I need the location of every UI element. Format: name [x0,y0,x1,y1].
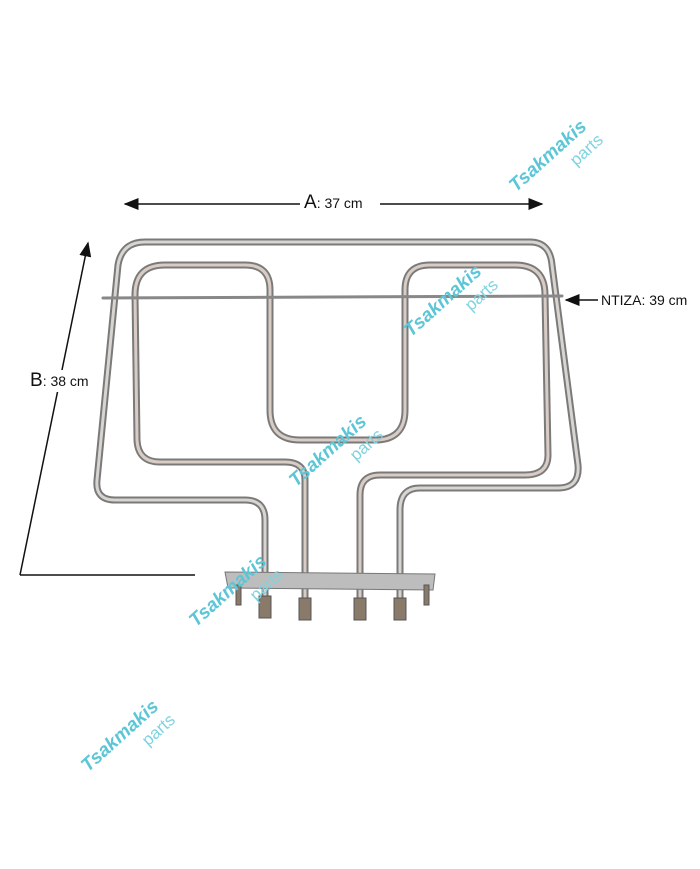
ntiza-label: NTIZA: 39 cm [601,292,688,308]
dimension-b-letter: B [30,370,43,391]
dimension-b-label: B: 38 cm [30,370,89,392]
terminals [235,584,430,621]
dimension-a-value: : 37 cm [316,195,363,211]
dimension-a-letter: A [304,192,317,213]
cross-rod [101,294,564,300]
mounting-bracket [224,571,436,591]
dimension-a-label: A: 37 cm [304,192,363,214]
dimension-b-arrow [19,241,92,576]
dimension-b-value: : 38 cm [42,373,89,389]
